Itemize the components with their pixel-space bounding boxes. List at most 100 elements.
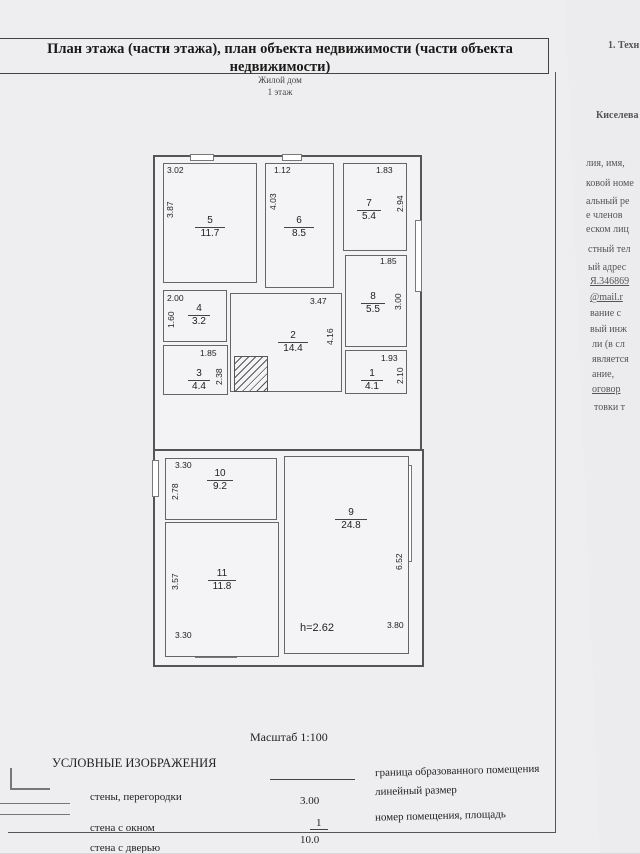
room-4 — [163, 290, 227, 342]
back-text: ковой номе — [586, 178, 634, 189]
dimension: 1.12 — [274, 165, 291, 175]
stairs-icon — [234, 356, 268, 392]
room-area: 24.8 — [341, 520, 361, 531]
legend-window-wall: стена с окном — [90, 822, 155, 834]
dimension: 3.02 — [167, 165, 184, 175]
dimension: 3.87 — [165, 201, 175, 218]
floor-plan-document: План этажа (части этажа), план объекта н… — [0, 0, 600, 854]
legend-num-sample: 1 — [310, 817, 328, 830]
dimension: 4.03 — [268, 193, 278, 210]
back-text: вый инж — [590, 324, 627, 335]
back-text: альный ре — [586, 196, 630, 207]
room-number: 4 — [188, 303, 210, 316]
dimension: 1.93 — [381, 353, 398, 363]
room-area: 4.4 — [192, 381, 206, 392]
legend-dim-sample: 3.00 — [300, 795, 320, 807]
back-text: е членов — [586, 210, 623, 221]
legend-linear: линейный размер — [374, 783, 458, 799]
back-text: является — [592, 354, 629, 365]
room-3 — [163, 345, 228, 395]
document-title: План этажа (части этажа), план объекта н… — [47, 41, 513, 75]
room-10 — [165, 458, 277, 520]
room-number: 3 — [188, 368, 210, 381]
back-text: ание, — [592, 369, 615, 380]
room-6 — [265, 163, 334, 288]
dimension: 3.00 — [393, 293, 403, 310]
dimension: 3.30 — [175, 460, 192, 470]
room-number: 8 — [361, 291, 385, 304]
back-text: лия, имя, — [586, 158, 625, 169]
document-frame — [8, 72, 556, 833]
dimension: 3.47 — [310, 296, 327, 306]
room-1 — [345, 350, 407, 394]
legend-door-wall: стена с дверью — [90, 842, 161, 854]
dimension: 6.52 — [394, 553, 404, 570]
room-number: 10 — [207, 468, 233, 481]
dimension: 3.57 — [170, 573, 180, 590]
dimension: 3.30 — [175, 630, 192, 640]
back-text: еском лиц — [586, 224, 629, 235]
window — [190, 154, 214, 161]
dimension: 2.00 — [167, 293, 184, 303]
room-7 — [343, 163, 407, 251]
room-9 — [284, 456, 409, 654]
dimension: 2.10 — [395, 367, 405, 384]
back-text: стный тел — [588, 244, 631, 255]
legend-title: УСЛОВНЫЕ ИЗОБРАЖЕНИЯ — [52, 756, 217, 770]
room-number: 9 — [335, 507, 367, 520]
back-text: Я.346869 — [590, 276, 630, 287]
room-area: 9.2 — [213, 481, 227, 492]
room-number: 7 — [357, 198, 381, 211]
room-8 — [345, 255, 407, 347]
window — [415, 220, 422, 292]
back-text: оговор — [592, 384, 621, 395]
room-area: 5.5 — [366, 304, 380, 315]
dimension: 4.16 — [325, 328, 335, 345]
room-number: 11 — [208, 568, 236, 581]
title-box — [0, 38, 549, 74]
window — [152, 460, 159, 497]
back-text: вание с — [590, 308, 622, 319]
back-text: ли (в сл — [592, 339, 625, 350]
room-number: 2 — [278, 330, 308, 343]
window-legend-icon — [0, 803, 70, 815]
back-text: ый адрес — [588, 262, 627, 273]
dimension: 2.78 — [170, 483, 180, 500]
back-text: @mail.r — [590, 292, 623, 303]
scale-label: Масштаб 1:100 — [250, 730, 328, 744]
room-area: 11.7 — [200, 228, 220, 239]
room-number: 1 — [361, 368, 383, 381]
dimension: 3.80 — [387, 620, 404, 630]
room-11 — [165, 522, 279, 657]
room-number: 6 — [284, 215, 314, 228]
dimension: 1.85 — [200, 348, 217, 358]
wall-legend-icon — [10, 768, 50, 790]
dimension: 1.85 — [380, 256, 397, 266]
legend-area-sample: 10.0 — [300, 834, 320, 846]
room-area: 11.8 — [212, 581, 232, 592]
dimension: 1.60 — [166, 311, 176, 328]
room-area: 5.4 — [362, 211, 376, 222]
dimension: 1.83 — [376, 165, 393, 175]
room-area: 14.4 — [283, 343, 303, 354]
ceiling-height: h=2.62 — [300, 622, 334, 634]
dimension: 2.38 — [214, 368, 224, 385]
boundary-legend-line — [270, 779, 355, 780]
object-type: Жилой дом — [258, 75, 302, 85]
room-area: 3.2 — [192, 316, 206, 327]
room-number: 5 — [195, 215, 225, 228]
back-text: Киселева — [596, 110, 639, 121]
back-text: товки т — [594, 402, 626, 413]
floor-label: 1 этаж — [267, 87, 293, 97]
